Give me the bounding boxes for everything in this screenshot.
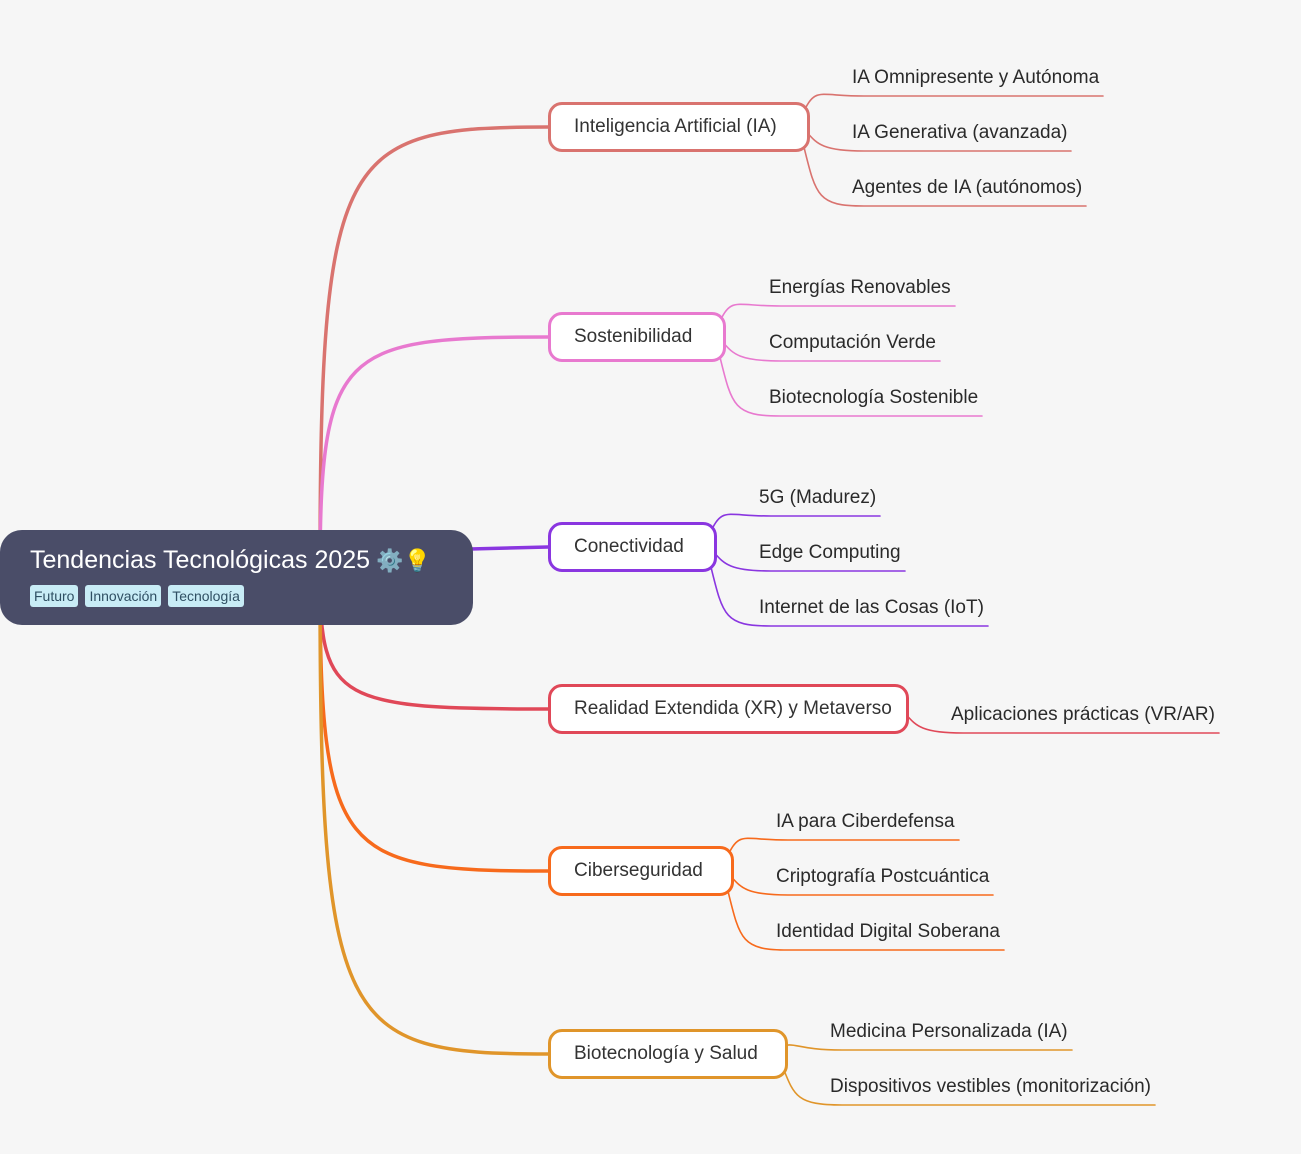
root-title: Tendencias Tecnológicas 2025 [30,546,371,574]
leaf-node[interactable]: Energías Renovables [769,277,951,298]
leaf-connector [708,558,989,627]
branch-node-ciberseguridad[interactable]: Ciberseguridad [548,846,734,896]
leaf-node[interactable]: Agentes de IA (autónomos) [852,177,1083,198]
branch-node-ia[interactable]: Inteligencia Artificial (IA) [548,102,810,152]
root-node[interactable]: Tendencias Tecnológicas 2025⚙️💡 Futuro I… [0,530,473,625]
branch-node-xr[interactable]: Realidad Extendida (XR) y Metaverso [548,684,909,734]
branch-node-conectividad[interactable]: Conectividad [548,522,717,572]
tag-innovacion[interactable]: Innovación [85,585,162,607]
branch-node-sostenibilidad[interactable]: Sostenibilidad [548,312,726,362]
branch-node-biotecnologia[interactable]: Biotecnología y Salud [548,1029,788,1079]
leaf-node[interactable]: IA Omnipresente y Autónoma [852,67,1100,88]
leaf-connector [717,348,983,417]
tag-tecnologia[interactable]: Tecnología [168,585,244,607]
leaf-connector [779,1044,1073,1051]
leaf-connector [725,837,960,860]
leaf-node[interactable]: Internet de las Cosas (IoT) [759,597,984,618]
tag-futuro[interactable]: Futuro [30,585,79,607]
leaf-node[interactable]: Edge Computing [759,542,901,563]
root-tags: Futuro Innovación Tecnología [30,585,473,607]
leaf-connector [708,513,881,536]
leaf-node[interactable]: Biotecnología Sostenible [769,387,979,408]
leaf-connector [725,882,1005,951]
leaf-node[interactable]: Computación Verde [769,332,936,353]
leaf-node[interactable]: IA para Ciberdefensa [776,811,955,832]
leaf-node[interactable]: Medicina Personalizada (IA) [830,1021,1068,1042]
leaf-connector [801,138,1087,207]
leaf-node[interactable]: 5G (Madurez) [759,487,877,508]
root-title-row: Tendencias Tecnológicas 2025⚙️💡 [30,543,473,578]
gear-bulb-icon: ⚙️💡 [376,548,431,573]
branch-connector [318,335,550,579]
leaf-node[interactable]: Aplicaciones prácticas (VR/AR) [951,704,1215,725]
branch-connector [468,545,550,551]
leaf-node[interactable]: Dispositivos vestibles (monitorización) [830,1076,1151,1097]
leaf-connector [717,303,956,326]
leaf-node[interactable]: Identidad Digital Soberana [776,921,1000,942]
leaf-connector [801,93,1104,116]
branch-connector [318,575,550,1056]
leaf-node[interactable]: Criptografía Postcuántica [776,866,990,887]
leaf-node[interactable]: IA Generativa (avanzada) [852,122,1068,143]
branch-connector [318,125,550,579]
